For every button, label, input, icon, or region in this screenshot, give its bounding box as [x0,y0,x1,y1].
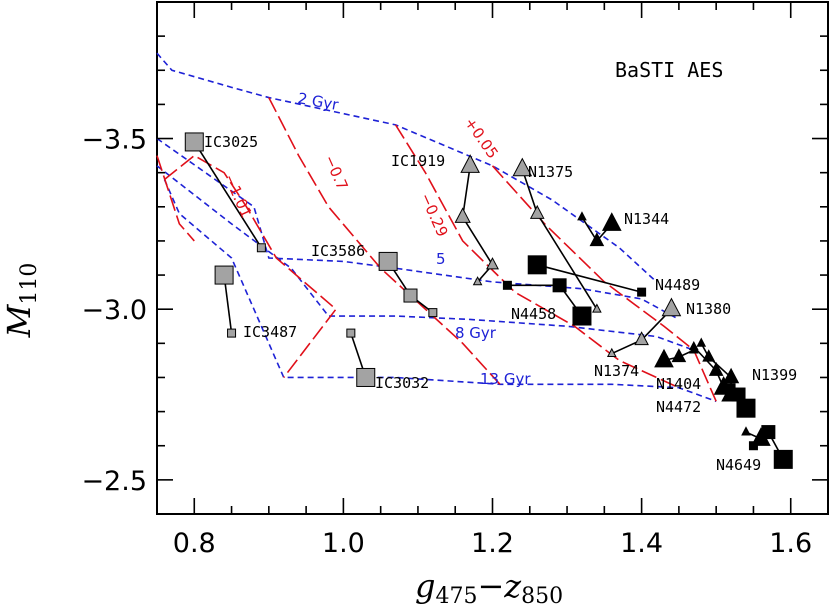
label-n4472: N4472 [656,398,701,416]
label-n4458: N4458 [511,305,556,323]
x-tick-label: 1.4 [620,528,663,559]
point-ic3025-0 [184,132,204,152]
metallicity-line-0 [156,155,195,242]
age-line-3 [163,179,717,403]
point-ic3586-2 [428,308,438,318]
point-n1344-2 [577,211,587,221]
label-m101: −1.01 [220,171,255,220]
track-ic1919 [461,165,494,283]
chart-title: BaSTI AES [615,58,723,82]
y-tick-label: −2.5 [81,466,147,497]
label-n1374: N1374 [594,362,639,380]
point-n4489-1 [637,287,647,297]
label-n1375: N1375 [528,163,573,181]
point-n4458-0 [572,306,592,326]
point-ic1919-0 [460,154,480,173]
label-ic1919: IC1919 [391,152,445,170]
point-n1380-2 [606,347,617,357]
point-n1399-3 [696,337,707,347]
label-ic3032: IC3032 [375,374,429,392]
label-8gyr: 8 Gyr [455,324,497,342]
point-ic3586-1 [403,288,418,303]
point-n1375-2 [592,303,602,313]
track-ic3025 [193,141,263,249]
point-ic3032-1 [346,328,356,338]
point-ic3025-1 [256,243,266,253]
galaxy-tracks [184,132,793,469]
track-n4489 [537,264,642,293]
label-n4649: N4649 [716,456,761,474]
label-n1399: N1399 [752,366,797,384]
label-ic3586: IC3586 [311,242,365,260]
point-n4649-0 [773,449,793,469]
track-ic3487 [223,274,233,334]
label-n4489: N4489 [655,276,700,294]
point-ic3487-0 [214,265,234,285]
label-2gyr: 2 Gyr [296,89,340,114]
point-ic3487-1 [227,328,237,338]
point-n1375-1 [529,204,545,219]
point-n4489-0 [527,255,547,275]
y-tick-label: −3.0 [81,295,147,326]
point-ic1919-1 [454,207,471,223]
point-n1404-2 [688,340,699,351]
point-ic1919-2 [486,257,499,270]
label-5: 5 [436,250,446,268]
x-tick-label: 0.8 [173,528,216,559]
point-n1404-1 [708,361,724,376]
label-n1404: N1404 [656,375,701,393]
point-n4649-tri-0 [751,427,771,446]
label-n1344: N1344 [624,210,669,228]
y-tick-label: −3.5 [81,125,147,156]
point-n1374-0 [654,348,674,368]
x-tick-label: 1.6 [769,528,812,559]
point-n1374-1 [671,348,687,363]
galaxy-labels: IC3025 IC3487 IC3586 IC3032 IC1919 N1375… [204,133,797,474]
point-n1399-1 [722,367,740,384]
point-n4458-1 [552,278,567,293]
metallicity-line-2 [268,97,501,385]
point-ic3586-0 [378,251,398,271]
x-tick-label: 1.2 [471,528,514,559]
label-ic3487: IC3487 [243,323,297,341]
point-n1375-0 [512,157,533,177]
label-13gyr: 13 Gyr [480,370,531,388]
metallicity-line-1 [163,154,338,378]
point-n1380-0 [661,297,682,317]
label-m029: −0.29 [416,190,451,239]
point-n4458-2 [502,280,512,290]
x-axis-title: g475−z850 [415,567,563,609]
point-n1344-0 [601,212,622,231]
y-axis-title: M110 [0,263,42,339]
x-tick-label: 1.0 [322,528,365,559]
label-m07: −0.7 [320,152,351,193]
label-ic3025: IC3025 [204,133,258,151]
point-ic1919-3 [472,276,483,286]
point-ic3032-0 [356,367,376,387]
point-n1380-1 [634,331,649,346]
point-n1399-2 [702,349,716,362]
metallicity-line-3 [394,124,680,389]
point-n4472-2 [726,383,736,393]
point-n4472-0 [736,398,756,418]
label-n1380: N1380 [686,300,731,318]
point-n4649-tri-1 [741,426,751,436]
axis-ticks: 0.8 1.0 1.2 1.4 1.6 −3.5 −3.0 −2.5 [81,1,829,559]
point-n1344-1 [589,232,605,247]
